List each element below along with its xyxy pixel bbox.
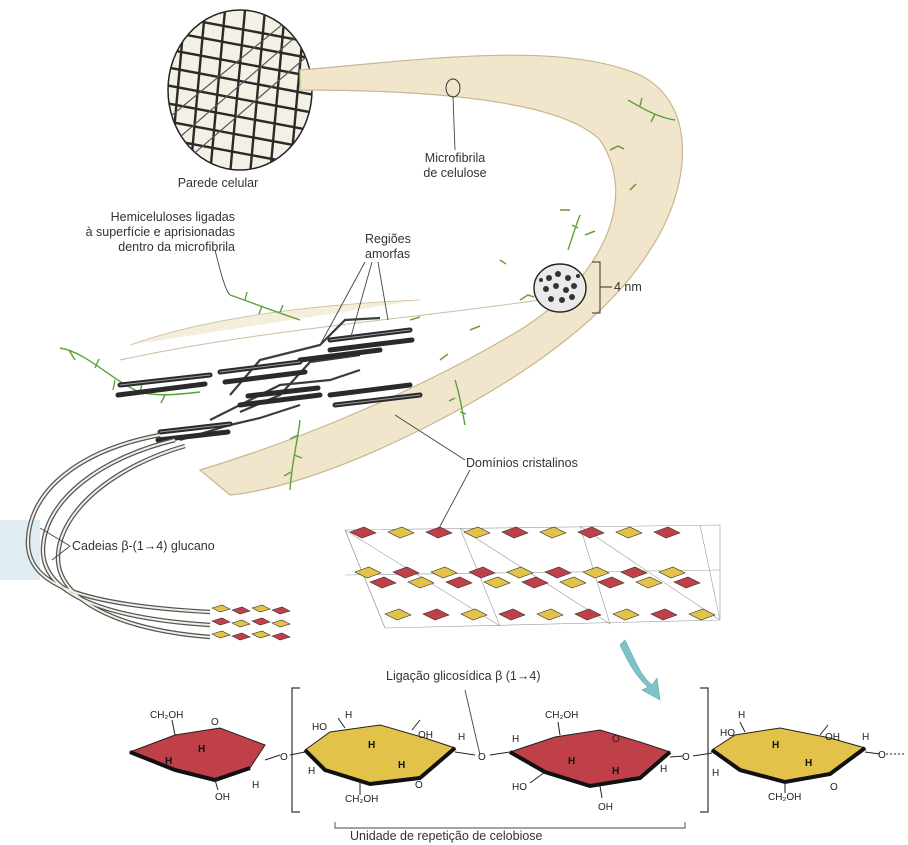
chem-oh-3: OH bbox=[598, 802, 613, 813]
label-repeat-unit: Unidade de repetição de celobiose bbox=[350, 829, 543, 844]
cell-wall-mesh bbox=[160, 10, 320, 175]
chem-oh-1: OH bbox=[215, 792, 230, 803]
chem-h-3: H bbox=[512, 734, 519, 745]
lattice-sugar-unit bbox=[350, 527, 376, 538]
label-cell-wall: Parede celular bbox=[168, 176, 268, 191]
label-microfibril: Microfibrila de celulose bbox=[400, 151, 510, 181]
lattice-sugar-unit bbox=[616, 527, 642, 538]
lattice-sugar-unit bbox=[370, 577, 396, 588]
label-amorphous-line2: amorfas bbox=[365, 247, 411, 262]
chem-oh-4: OH bbox=[825, 732, 840, 743]
lattice-sugar-unit bbox=[385, 609, 411, 620]
chem-ch2oh-1: CH₂OH bbox=[150, 710, 183, 721]
chem-ch2oh-4: CH₂OH bbox=[768, 792, 801, 803]
zoom-arrow bbox=[620, 640, 660, 700]
label-microfibril-line2: de celulose bbox=[400, 166, 510, 181]
lattice-sugar-unit bbox=[540, 527, 566, 538]
chem-ho-4: HO bbox=[720, 728, 735, 739]
chem-h-1: H bbox=[252, 780, 259, 791]
lattice-sugar-unit bbox=[613, 609, 639, 620]
chem-h-2e: H bbox=[398, 760, 405, 771]
chem-h-4b: H bbox=[712, 768, 719, 779]
chem-h-1c: H bbox=[198, 744, 205, 755]
chem-o-link-4: O bbox=[878, 750, 886, 761]
label-crystalline: Domínios cristalinos bbox=[466, 456, 578, 471]
lattice-sugar-unit bbox=[388, 527, 414, 538]
chem-h-4d: H bbox=[772, 740, 779, 751]
label-hemicellulose-line3: dentro da microfibrila bbox=[60, 240, 235, 255]
lattice-sugar-unit bbox=[469, 567, 495, 578]
cellobiose-structure: CH₂OH O OH H H H O HO H OH H H CH₂OH O H… bbox=[130, 688, 905, 813]
lattice-sugar-unit bbox=[598, 577, 624, 588]
chem-h-3b: H bbox=[660, 764, 667, 775]
lattice-sugar-unit bbox=[484, 577, 510, 588]
lattice-sugar-unit bbox=[689, 609, 715, 620]
lattice-sugar-unit bbox=[408, 577, 434, 588]
lattice-sugar-unit bbox=[507, 567, 533, 578]
lattice-sugar-unit bbox=[545, 567, 571, 578]
lattice-sugar-unit bbox=[560, 577, 586, 588]
lattice-sugar-unit bbox=[446, 577, 472, 588]
lattice-sugar-unit bbox=[583, 567, 609, 578]
lattice-sugar-unit bbox=[659, 567, 685, 578]
chem-o-4: O bbox=[830, 782, 838, 793]
label-scale: 4 nm bbox=[614, 280, 642, 295]
label-glycosidic-bond: Ligação glicosídica β (1→4) bbox=[386, 669, 541, 684]
chem-o-link-2: O bbox=[478, 752, 486, 763]
lattice-sugar-unit bbox=[393, 567, 419, 578]
lattice-sugar-unit bbox=[654, 527, 680, 538]
chem-h-4e: H bbox=[805, 758, 812, 769]
chem-h-2c: H bbox=[308, 766, 315, 777]
label-amorphous: Regiões amorfas bbox=[365, 232, 411, 262]
label-microfibril-line1: Microfibrila bbox=[400, 151, 510, 166]
lattice-sugar-unit bbox=[651, 609, 677, 620]
lattice-sugar-unit bbox=[575, 609, 601, 620]
lattice-sugar-unit bbox=[502, 527, 528, 538]
chem-ch2oh-2: CH₂OH bbox=[345, 794, 378, 805]
label-hemicellulose-line2: à superfície e aprisionadas bbox=[60, 225, 235, 240]
chem-ch2oh-3: CH₂OH bbox=[545, 710, 578, 721]
lattice-sugar-unit bbox=[431, 567, 457, 578]
chem-h-1b: H bbox=[165, 756, 172, 767]
chem-h-4c: H bbox=[862, 732, 869, 743]
lattice-sugar-unit bbox=[461, 609, 487, 620]
lattice-sugar-unit bbox=[522, 577, 548, 588]
chem-o-3: O bbox=[612, 734, 620, 745]
chem-o-1: O bbox=[211, 717, 219, 728]
lattice-sugar-unit bbox=[499, 609, 525, 620]
label-hemicellulose-line1: Hemiceluloses ligadas bbox=[60, 210, 235, 225]
chem-ho-3: HO bbox=[512, 782, 527, 793]
chem-o-2: O bbox=[415, 780, 423, 791]
label-amorphous-line1: Regiões bbox=[365, 232, 411, 247]
label-glucan-chains: Cadeias β-(1→4) glucano bbox=[72, 539, 215, 554]
chem-h-2b: H bbox=[458, 732, 465, 743]
chem-h-3d: H bbox=[612, 766, 619, 777]
lattice-sugar-unit bbox=[423, 609, 449, 620]
chem-h-4: H bbox=[738, 710, 745, 721]
chem-ho-2: HO bbox=[312, 722, 327, 733]
chem-o-link-3: O bbox=[682, 752, 690, 763]
chem-o-link-1: O bbox=[280, 752, 288, 763]
glucose-ring-3 bbox=[510, 730, 670, 786]
chem-h-2d: H bbox=[368, 740, 375, 751]
lattice-sugar-unit bbox=[674, 577, 700, 588]
chem-h-2: H bbox=[345, 710, 352, 721]
lattice-sugar-unit bbox=[355, 567, 381, 578]
lattice-sugar-unit bbox=[578, 527, 604, 538]
label-hemicellulose: Hemiceluloses ligadas à superfície e apr… bbox=[60, 210, 235, 255]
crystalline-lattice bbox=[345, 525, 720, 628]
lattice-sugar-unit bbox=[537, 609, 563, 620]
chem-oh-2: OH bbox=[418, 730, 433, 741]
chem-h-3c: H bbox=[568, 756, 575, 767]
